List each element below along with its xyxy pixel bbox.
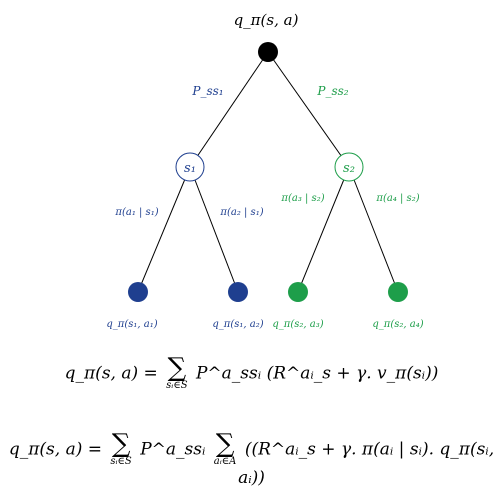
edge-s2-a3 bbox=[297, 166, 350, 293]
edge-label-p-ss1: P_ss₁ bbox=[191, 84, 223, 98]
eq1-summation: ∑ sᵢ∈S bbox=[166, 353, 188, 392]
equation-q-recursive: q_π(s, a) = ∑ sᵢ∈S P^a_ssᵢ ∑ aᵢ∈A ((R^aᵢ… bbox=[0, 429, 503, 489]
edge-label-pi-a4: π(a₄ | s₂) bbox=[375, 193, 419, 204]
eq1-rhs: P^a_ssᵢ (R^aᵢ_s + γ. v_π(sᵢ)) bbox=[195, 363, 439, 384]
root-label: q_π(s, a) bbox=[234, 11, 299, 29]
action-node-a2 bbox=[228, 282, 248, 302]
eq1-lhs: q_π(s, a) = bbox=[64, 363, 158, 384]
state-node-s1 bbox=[175, 152, 205, 182]
eq1-sigma-symbol: ∑ bbox=[167, 353, 187, 383]
state-label-s1: s₁ bbox=[184, 161, 196, 176]
action-node-a4 bbox=[388, 282, 408, 302]
edge-label-pi-a2: π(a₂ | s₁) bbox=[219, 207, 263, 218]
edge-label-pi-a1: π(a₁ | s₁) bbox=[114, 207, 158, 218]
eq2-sum-limit-states: sᵢ∈S bbox=[110, 456, 132, 467]
root-node bbox=[258, 42, 278, 62]
eq1-sum-limit: sᵢ∈S bbox=[166, 380, 188, 391]
action-node-a1 bbox=[128, 282, 148, 302]
leaf-label-q-s2-a4: q_π(s₂, a₄) bbox=[372, 319, 423, 330]
edge-root-s1 bbox=[189, 51, 269, 168]
eq2-lhs: q_π(s, a) = bbox=[8, 439, 102, 460]
eq2-sum-limit-actions: aᵢ∈A bbox=[213, 456, 237, 467]
eq2-sigma-symbol-2: ∑ bbox=[215, 429, 235, 459]
action-node-a3 bbox=[288, 282, 308, 302]
leaf-label-q-s1-a2: q_π(s₁, a₂) bbox=[212, 319, 263, 330]
edge-root-s2 bbox=[267, 51, 350, 168]
eq2-rhs: ((R^aᵢ_s + γ. π(aᵢ | sᵢ). q_π(sᵢ, aᵢ)) bbox=[238, 439, 495, 489]
eq2-transition-term: P^a_ssᵢ bbox=[140, 439, 206, 460]
leaf-label-q-s1-a1: q_π(s₁, a₁) bbox=[106, 319, 157, 330]
state-node-s2 bbox=[334, 152, 364, 182]
edge-s2-a4 bbox=[348, 166, 399, 293]
edge-s1-a2 bbox=[189, 166, 239, 293]
leaf-label-q-s2-a3: q_π(s₂, a₃) bbox=[272, 319, 323, 330]
eq2-sigma-symbol-1: ∑ bbox=[111, 429, 131, 459]
eq2-summation-actions: ∑ aᵢ∈A bbox=[213, 429, 237, 468]
edge-s1-a1 bbox=[137, 166, 191, 293]
eq2-summation-states: ∑ sᵢ∈S bbox=[110, 429, 132, 468]
state-label-s2: s₂ bbox=[343, 161, 355, 176]
edge-label-pi-a3: π(a₃ | s₂) bbox=[280, 193, 324, 204]
edge-label-p-ss2: P_ss₂ bbox=[316, 84, 348, 98]
equation-q-from-v: q_π(s, a) = ∑ sᵢ∈S P^a_ssᵢ (R^aᵢ_s + γ. … bbox=[0, 353, 503, 392]
